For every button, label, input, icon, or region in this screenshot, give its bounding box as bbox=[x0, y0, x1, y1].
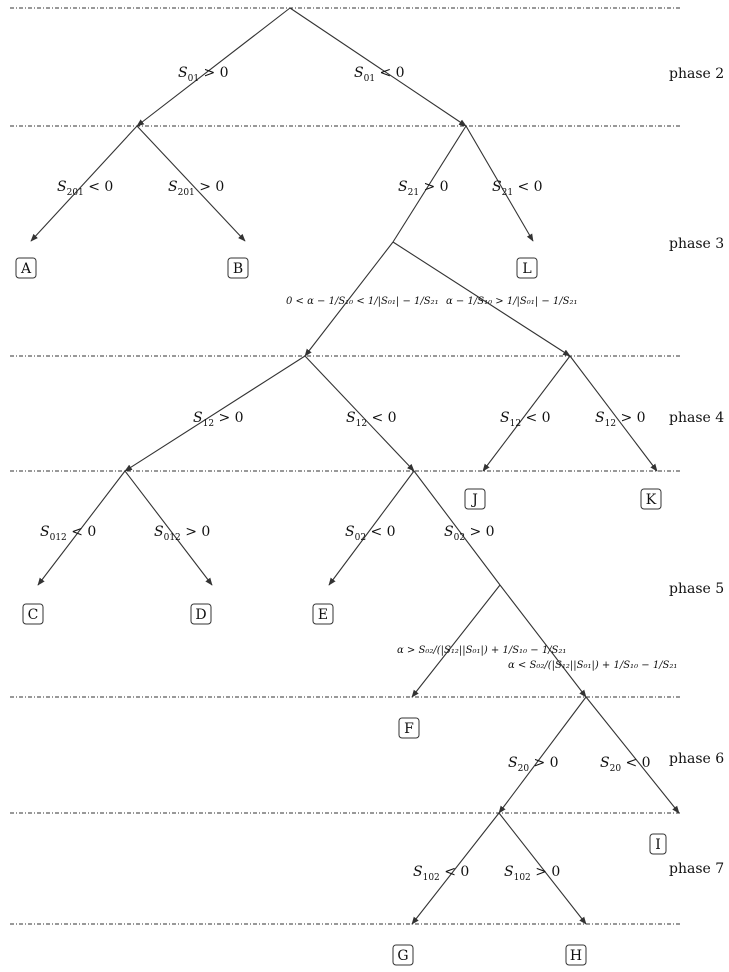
phase-label: phase 2 bbox=[669, 66, 724, 82]
edge-label-s102-pos: S102 > 0 bbox=[504, 864, 560, 883]
leaf-node-g: G bbox=[392, 944, 414, 966]
alpha-upper-condition: α − 1/S₁₀ > 1/|S₀₁| − 1/S₂₁ bbox=[446, 296, 578, 307]
tree-edge bbox=[136, 125, 246, 242]
tree-edge bbox=[569, 355, 658, 472]
leaf-node-e: E bbox=[312, 603, 334, 625]
edge-label-s012-neg: S012 < 0 bbox=[40, 524, 96, 543]
tree-edge bbox=[392, 125, 467, 243]
edge-label-s12-neg-left: S12 < 0 bbox=[346, 410, 397, 429]
edge-label-s02-pos: S02 > 0 bbox=[444, 524, 495, 543]
svg-text:L: L bbox=[522, 261, 531, 277]
phase-label: phase 7 bbox=[669, 861, 724, 877]
leaf-node-f: F bbox=[398, 717, 420, 739]
leaf-node-j: J bbox=[464, 488, 486, 510]
edge-label-s201-neg: S201 < 0 bbox=[57, 179, 113, 198]
tree-edge bbox=[498, 696, 587, 814]
phase-label: phase 3 bbox=[669, 236, 724, 252]
edge-label-s12-neg-right: S12 < 0 bbox=[500, 410, 551, 429]
svg-text:K: K bbox=[646, 492, 657, 508]
edge-label-s21-neg: S21 < 0 bbox=[492, 179, 543, 198]
edge-label-s12-pos-right: S12 > 0 bbox=[595, 410, 646, 429]
tree-edge bbox=[30, 125, 138, 242]
tree-edge bbox=[411, 812, 500, 925]
tree-edge bbox=[124, 470, 213, 586]
edge-label-s201-pos: S201 > 0 bbox=[168, 179, 224, 198]
edge-label-s102-neg: S102 < 0 bbox=[413, 864, 469, 883]
phase-label: phase 5 bbox=[669, 581, 724, 597]
svg-text:D: D bbox=[195, 607, 206, 623]
tree-edge bbox=[585, 696, 680, 814]
leaf-node-h: H bbox=[565, 944, 587, 966]
phase-label: phase 4 bbox=[669, 410, 724, 426]
svg-text:I: I bbox=[655, 837, 661, 853]
tree-edge bbox=[498, 812, 587, 925]
phase-label: phase 6 bbox=[669, 751, 724, 767]
svg-text:B: B bbox=[233, 261, 243, 277]
tree-edge bbox=[328, 470, 415, 586]
leaf-node-k: K bbox=[640, 488, 662, 510]
tree-edge bbox=[304, 355, 415, 472]
tree-edge bbox=[465, 125, 534, 242]
edge-label-s12-pos-left: S12 > 0 bbox=[193, 410, 244, 429]
tree-edge bbox=[413, 470, 501, 586]
edge-label-s012-pos: S012 > 0 bbox=[154, 524, 210, 543]
edge-label-s01-neg: S01 < 0 bbox=[354, 65, 405, 84]
tree-edge bbox=[392, 241, 571, 357]
leaf-node-b: B bbox=[227, 257, 249, 279]
edge-label-s21-pos: S21 > 0 bbox=[398, 179, 449, 198]
svg-text:H: H bbox=[570, 948, 582, 964]
alpha-less-condition: α < S₀₂/(|S₁₂||S₀₁|) + 1/S₁₀ − 1/S₂₁ bbox=[508, 660, 677, 671]
svg-text:F: F bbox=[404, 721, 414, 737]
leaf-node-c: C bbox=[22, 603, 44, 625]
tree-edge bbox=[482, 355, 571, 472]
edge-label-s02-neg: S02 < 0 bbox=[345, 524, 396, 543]
tree-edge bbox=[499, 584, 587, 698]
leaf-node-l: L bbox=[516, 257, 538, 279]
edge-label-s20-neg: S20 < 0 bbox=[600, 755, 651, 774]
alpha-lower-condition: 0 < α − 1/S₁₀ < 1/|S₀₁| − 1/S₂₁ bbox=[286, 296, 439, 307]
svg-text:A: A bbox=[20, 261, 32, 277]
tree-edge bbox=[304, 241, 394, 357]
leaf-node-d: D bbox=[190, 603, 212, 625]
leaf-node-a: A bbox=[15, 257, 37, 279]
alpha-greater-condition: α > S₀₂/(|S₁₂||S₀₁|) + 1/S₁₀ − 1/S₂₁ bbox=[397, 645, 566, 656]
edge-label-s01-pos: S01 > 0 bbox=[178, 65, 229, 84]
svg-text:J: J bbox=[470, 492, 478, 508]
edge-label-s20-pos: S20 > 0 bbox=[508, 755, 559, 774]
svg-text:G: G bbox=[397, 948, 408, 964]
tree-edge bbox=[289, 7, 467, 127]
tree-edge bbox=[37, 470, 126, 586]
leaf-node-i: I bbox=[649, 833, 667, 855]
tree-edge bbox=[124, 355, 306, 472]
tree-edge bbox=[136, 7, 291, 127]
tree-edge bbox=[411, 584, 501, 698]
svg-text:E: E bbox=[318, 607, 328, 623]
svg-text:C: C bbox=[28, 607, 39, 623]
